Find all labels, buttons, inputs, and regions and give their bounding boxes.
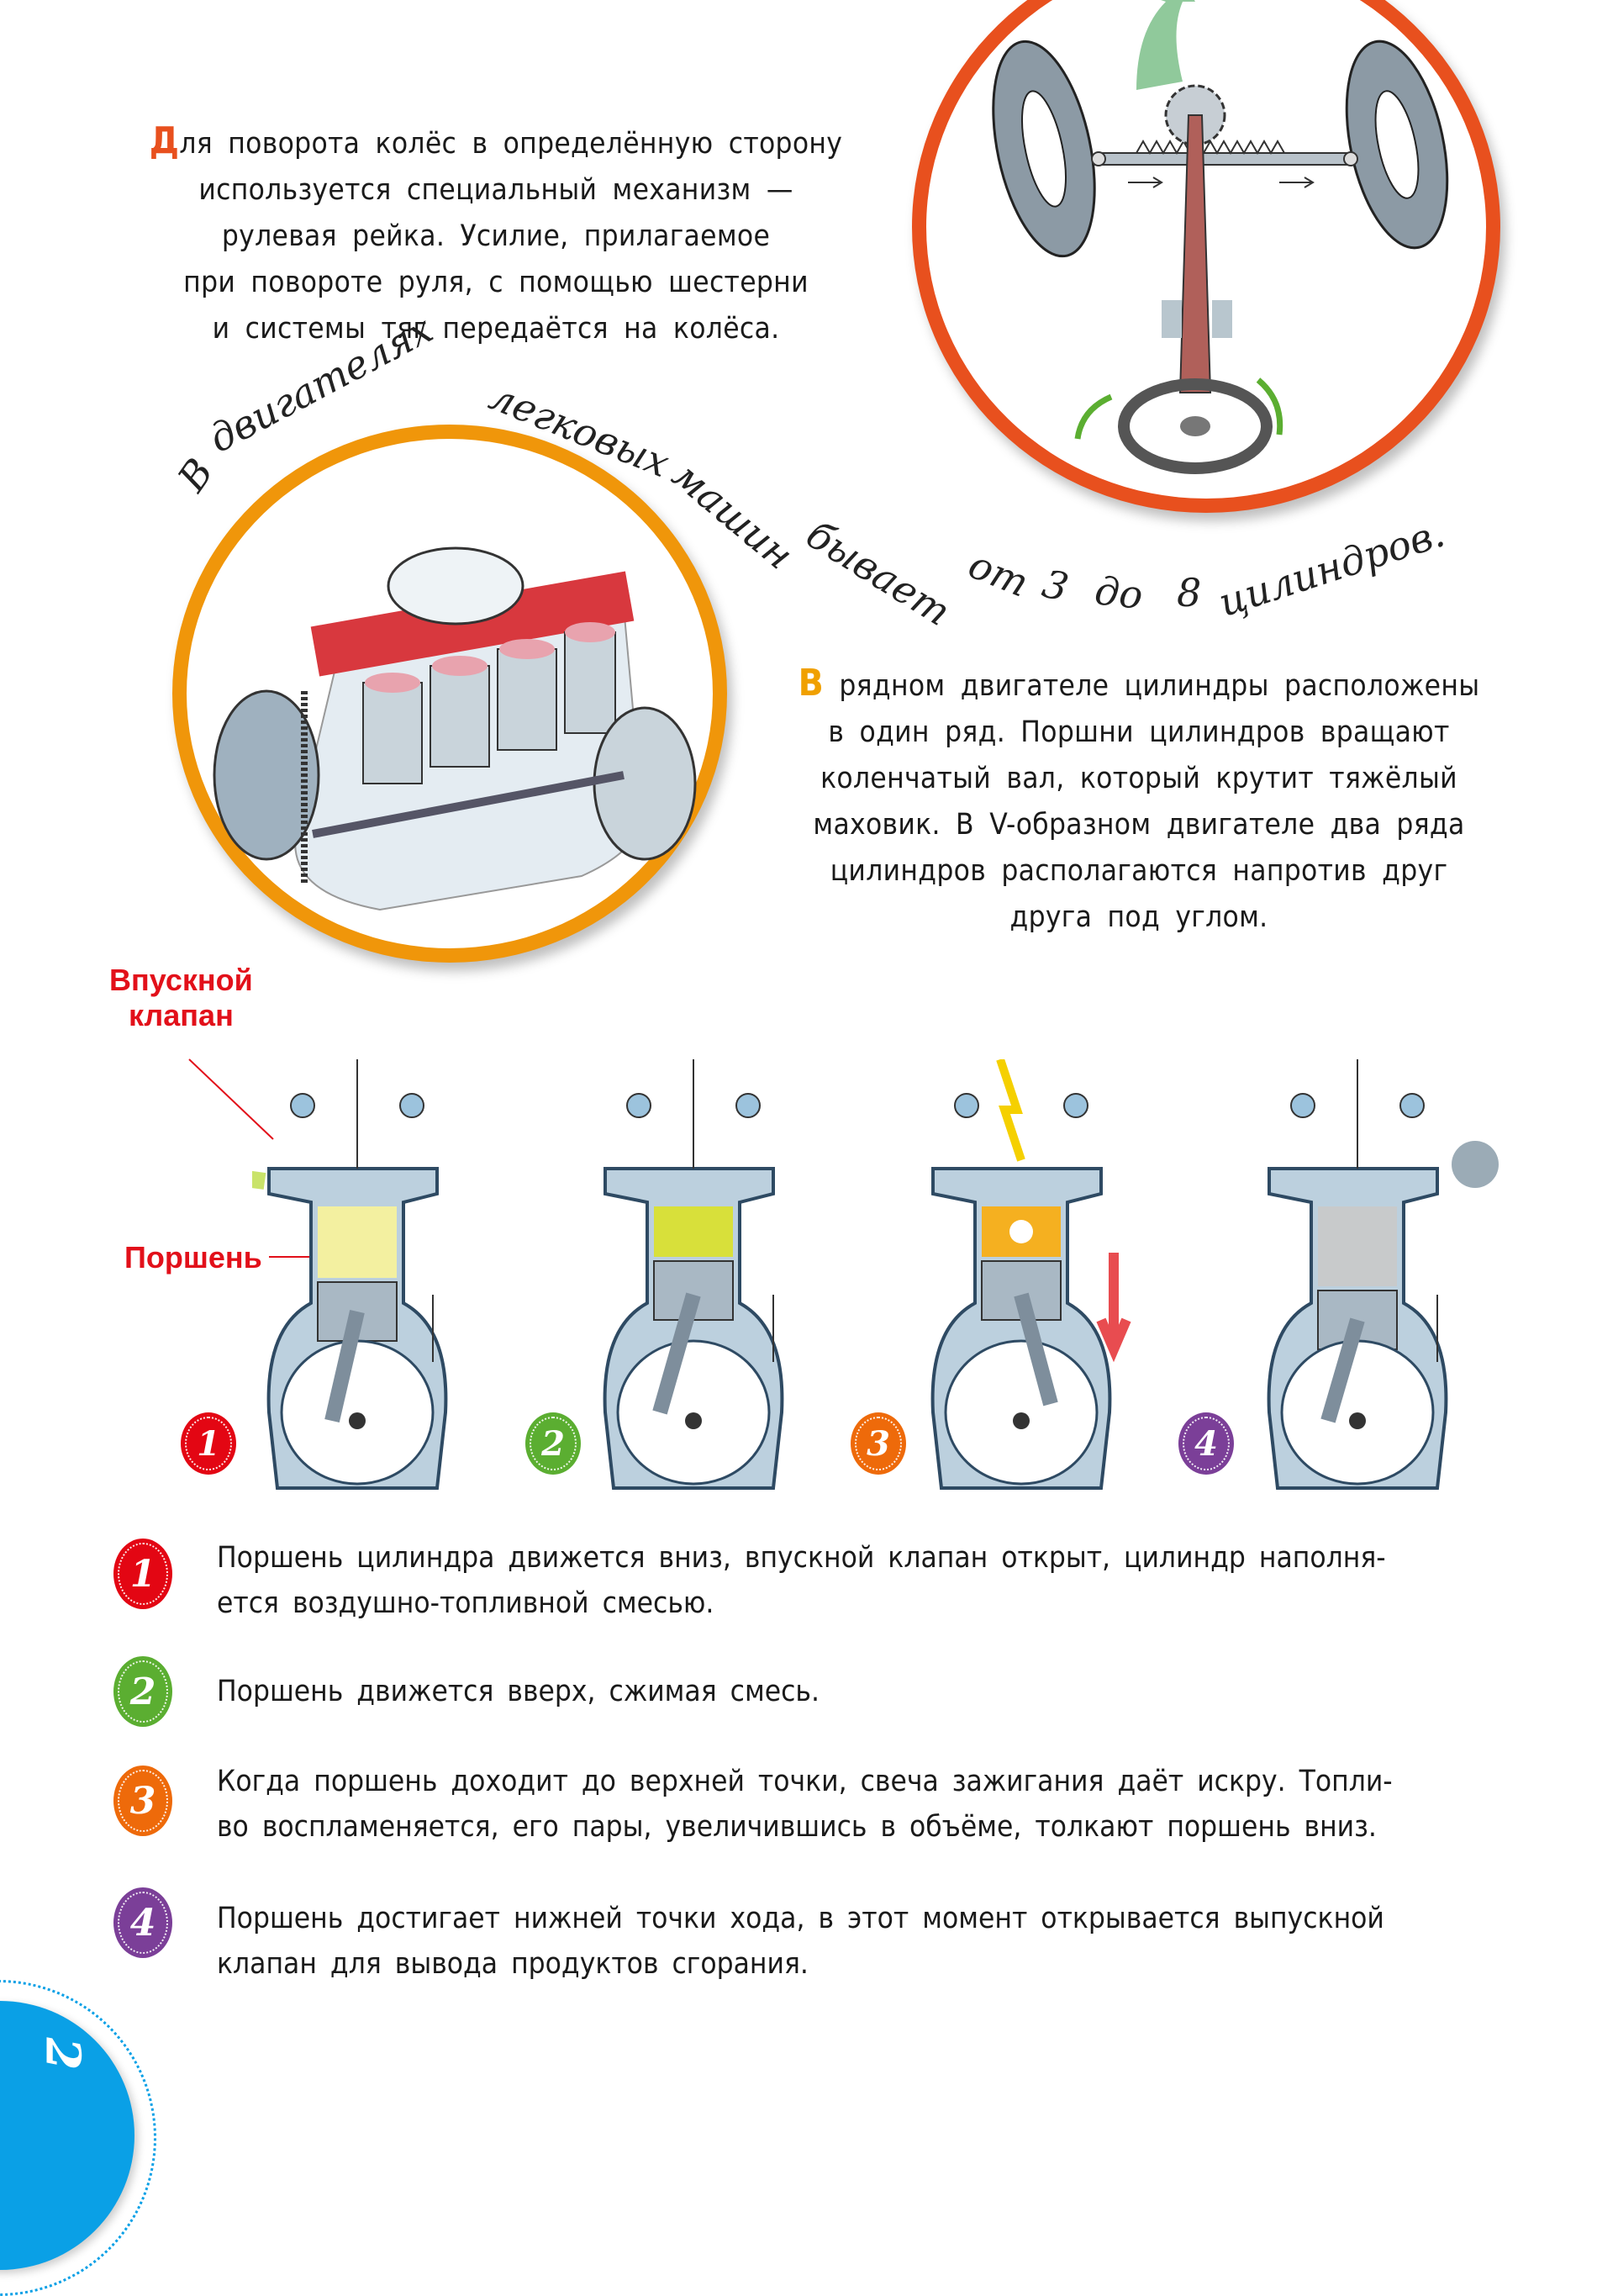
paragraph-line: в один ряд. Поршни цилиндров вращают bbox=[828, 715, 1450, 749]
drop-letter: В bbox=[798, 662, 825, 705]
step-text-2: Поршень движется вверх, сжимая смесь. bbox=[217, 1675, 820, 1708]
steering-rack-illustration bbox=[992, 0, 1449, 474]
step-text-4: Поршень достигает нижней точки хода, в э… bbox=[217, 1902, 1384, 1981]
cylinder-badge-3: 3 bbox=[851, 1412, 906, 1475]
note-word: 3 bbox=[1038, 560, 1073, 611]
paragraph-line: рулевая рейка. Усилие, прилагаемое bbox=[221, 219, 771, 253]
cylinder-compression-illustration bbox=[603, 1059, 784, 1490]
paragraph-line: маховик. В V-образном двигателе два ряда bbox=[813, 808, 1465, 842]
paragraph-line: друга под углом. bbox=[1009, 900, 1268, 934]
paragraph-line: цилиндров располагаются напротив друг bbox=[830, 854, 1448, 888]
cylinder-combustion-illustration bbox=[930, 1059, 1131, 1490]
cylinder-badge-1: 1 bbox=[181, 1412, 236, 1475]
note-word: от bbox=[962, 541, 1036, 606]
cylinder-intake-illustration bbox=[252, 1059, 448, 1490]
steering-paragraph: Для поворота колёс в определённую сторон… bbox=[118, 118, 874, 352]
note-word: цилиндров. bbox=[1213, 509, 1451, 625]
inline-engine-illustration bbox=[213, 546, 697, 911]
step-badge-2: 2 bbox=[113, 1656, 172, 1727]
intake-valve-label: Впускной клапан bbox=[109, 963, 253, 1032]
step-badge-1: 1 bbox=[113, 1539, 172, 1609]
step-badge-4: 4 bbox=[113, 1887, 172, 1958]
engine-paragraph: В рядном двигателе цилиндры расположены … bbox=[769, 660, 1509, 941]
cylinder-badge-4: 4 bbox=[1178, 1412, 1234, 1475]
step-text-3: Когда поршень доходит до верхней точки, … bbox=[217, 1765, 1393, 1844]
paragraph-line: при повороте руля, с помощью шестерни bbox=[183, 266, 809, 299]
note-word: бывает bbox=[798, 511, 959, 635]
cylinder-exhaust-illustration bbox=[1267, 1059, 1499, 1490]
steering-illustration-circle bbox=[912, 0, 1500, 513]
drop-letter: Д bbox=[149, 119, 180, 162]
page-number: 2 bbox=[34, 2037, 91, 2071]
step-text-1: Поршень цилиндра движется вниз, впускной… bbox=[217, 1541, 1386, 1620]
note-word: 8 bbox=[1177, 570, 1202, 615]
piston-label: Поршень bbox=[124, 1240, 262, 1275]
intake-valve-pointer bbox=[188, 1058, 274, 1140]
paragraph-line: используется специальный механизм — bbox=[198, 173, 793, 207]
cylinder-badge-2: 2 bbox=[525, 1412, 581, 1475]
note-word: до bbox=[1093, 567, 1146, 618]
paragraph-line: Для поворота колёс в определённую сторон… bbox=[149, 119, 843, 162]
engine-illustration-circle bbox=[172, 425, 727, 963]
paragraph-line: и системы тяг передаётся на колёса. bbox=[212, 312, 780, 346]
paragraph-line: В рядном двигателе цилиндры расположены bbox=[798, 662, 1480, 705]
paragraph-line: коленчатый вал, который крутит тяжёлый bbox=[820, 762, 1457, 795]
step-badge-3: 3 bbox=[113, 1766, 172, 1836]
